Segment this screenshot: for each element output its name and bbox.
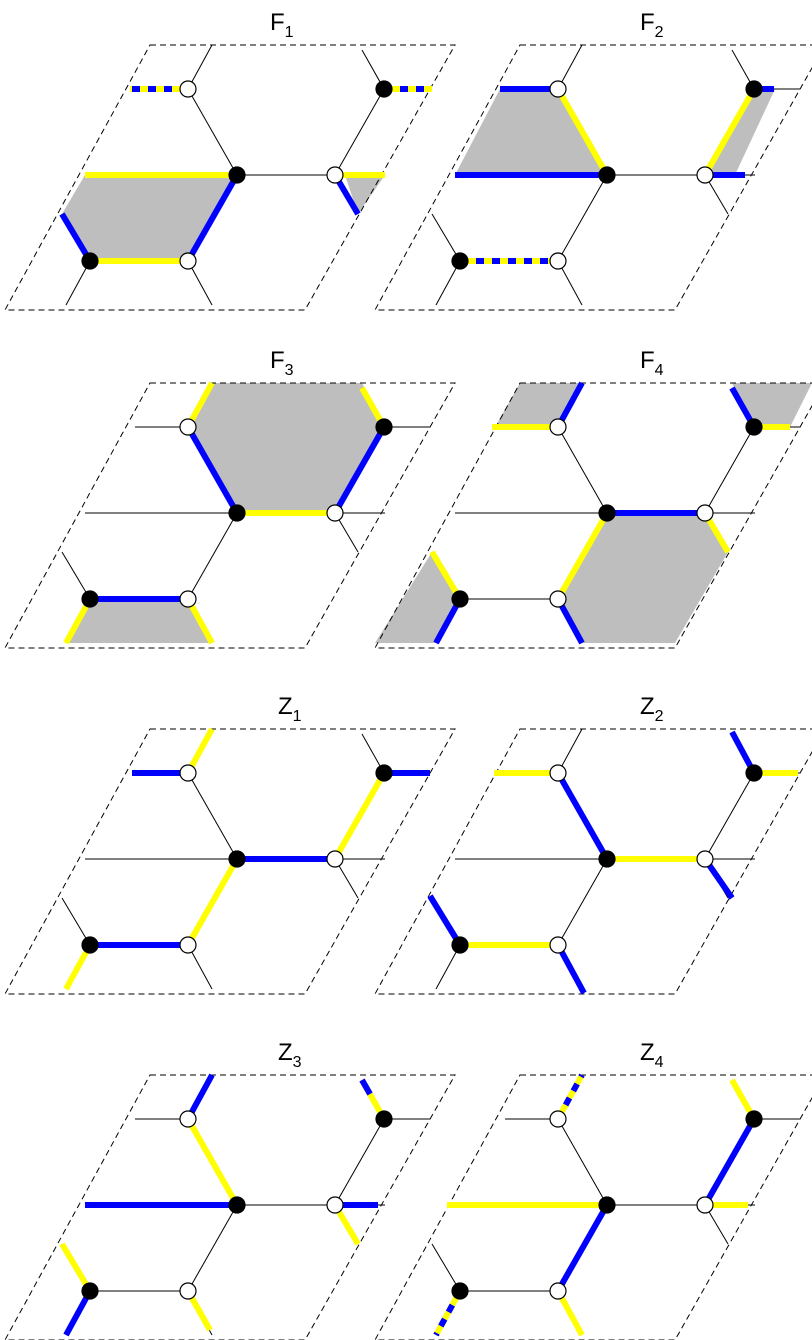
panel-title: Z3 [278,1039,302,1071]
panel-f4: F4 [374,347,812,649]
shaded-face-small [705,89,775,175]
shaded-face [62,175,237,261]
panel-title: Z1 [278,693,302,725]
shaded-face-small [345,175,385,214]
panel-f1: F1 [4,9,456,311]
shaded-face-small [732,383,812,427]
panel-title: Z4 [640,1039,664,1071]
panel-title: F4 [640,347,664,379]
shaded-face-small [66,599,212,643]
panel-title: F1 [270,9,294,41]
panel-z1: Z1 [4,693,456,995]
shaded-face [558,513,728,643]
panel-title: Z2 [640,693,664,725]
panel-z3: Z3 [4,1039,456,1340]
shaded-face [188,383,384,513]
shaded-face-small [375,552,460,643]
panel-z2: Z2 [374,693,812,995]
panel-title: F3 [270,347,294,379]
shaded-face-small [495,383,582,427]
panel-title: F2 [640,9,664,41]
panel-z4: Z4 [374,1039,812,1340]
panel-f3: F3 [4,347,456,649]
panel-f2: F2 [374,9,812,311]
